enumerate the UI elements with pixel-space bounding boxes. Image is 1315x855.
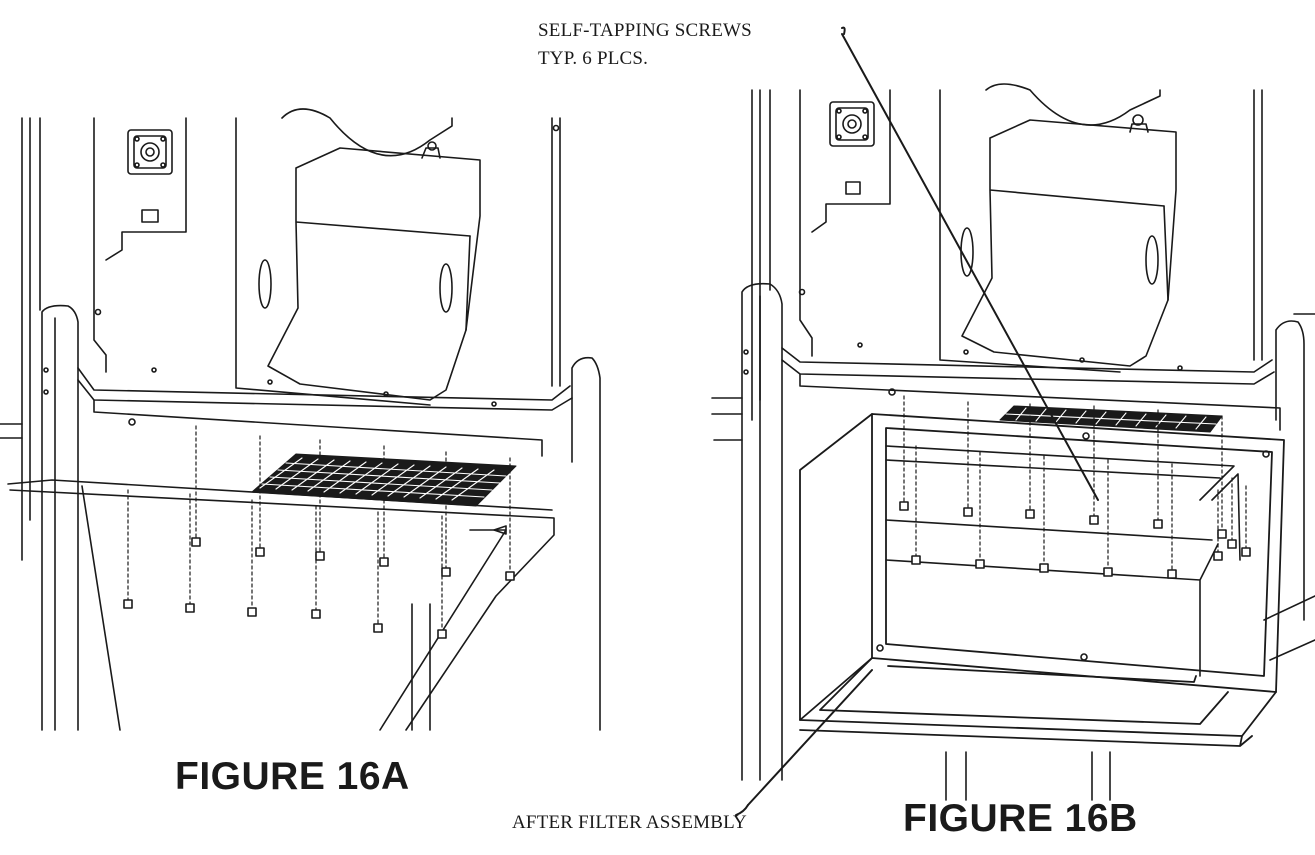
figure-16b-title: FIGURE 16B <box>903 797 1138 840</box>
figure-16a-title: FIGURE 16A <box>175 755 410 798</box>
leader-lines <box>735 26 1099 816</box>
screws-callout-line1: SELF-TAPPING SCREWS <box>538 20 752 41</box>
figure-16b-drawing <box>711 83 1315 801</box>
screws-callout-line2: TYP. 6 PLCS. <box>538 48 649 69</box>
grille-16a <box>251 453 517 507</box>
after-filter-frame <box>799 413 1285 747</box>
grille-16b <box>999 405 1223 433</box>
after-filter-callout: AFTER FILTER ASSEMBLY <box>512 812 747 833</box>
figure-16a-drawing <box>0 108 601 731</box>
